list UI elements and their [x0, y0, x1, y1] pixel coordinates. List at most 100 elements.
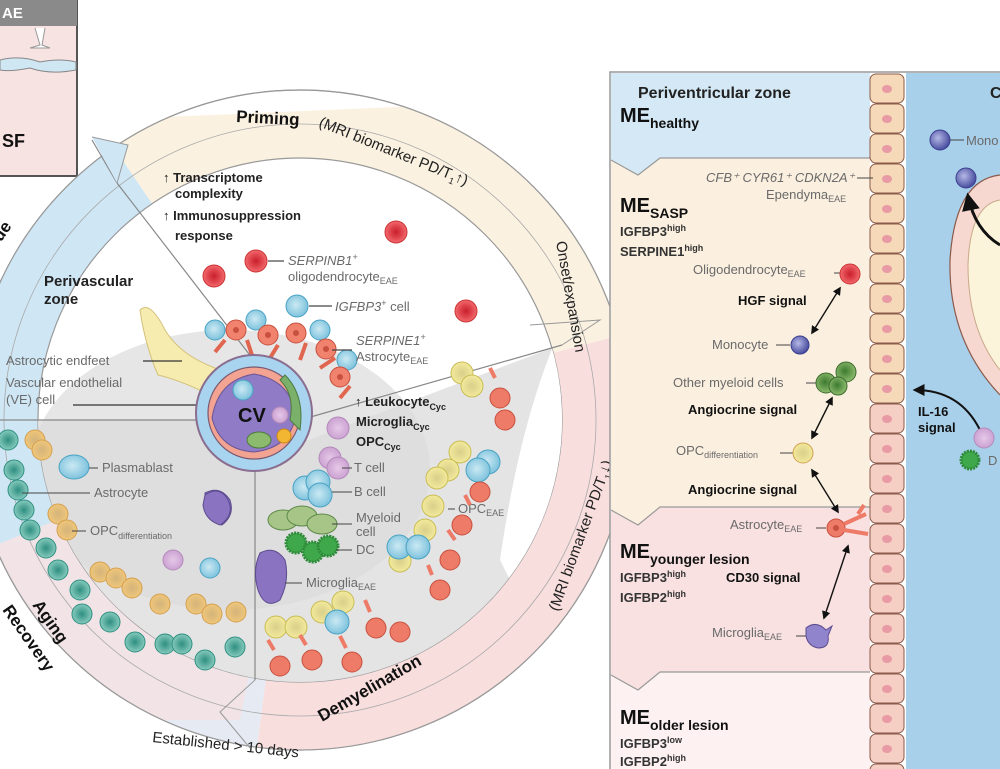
astrocyte-label: Astrocyte — [94, 485, 148, 500]
eae-header-label: AE — [2, 5, 23, 22]
other-myeloid-label: Other myeloid cells — [673, 375, 784, 390]
ependymal-nucleus — [882, 655, 892, 663]
il16-label-2: signal — [918, 420, 956, 435]
astrocyte-eae-label: AstrocyteEAE — [356, 349, 428, 366]
svg-text:OPCCyc: OPCCyc — [356, 434, 401, 452]
perivascular-zone-label: Perivascular — [44, 273, 133, 290]
csf-t-cell — [973, 427, 995, 449]
cd30-signal-label: CD30 signal — [726, 570, 800, 585]
svg-text:response: response — [175, 228, 233, 243]
oligodendrocyte-label: oligodendrocyteEAE — [288, 269, 398, 286]
cv-label: CV — [238, 405, 266, 427]
csf-dc-cell — [959, 449, 981, 471]
ve-cell-label: Vascular endothelial — [6, 375, 122, 390]
ependymal-nucleus — [882, 85, 892, 93]
csf-monocyte-label: Mono — [966, 133, 999, 148]
ependyma-label: EpendymaEAE — [766, 187, 846, 204]
me-sasp-region — [611, 158, 870, 525]
ependymal-nucleus — [882, 715, 892, 723]
astrocyte-eae-cell — [826, 503, 869, 538]
periventricular-zone-title: Periventricular zone — [638, 85, 791, 102]
ependymal-nucleus — [882, 145, 892, 153]
svg-text:MicrogliaCyc: MicrogliaCyc — [356, 414, 430, 432]
opc-eae-label: OPCEAE — [458, 501, 504, 518]
ependymal-nucleus — [882, 745, 892, 753]
aging-cells — [0, 429, 247, 671]
csf-monocyte-2 — [955, 167, 977, 189]
angiocrine-arrow-1 — [811, 396, 833, 440]
me-sasp-label: MESASP — [620, 195, 688, 221]
ependymal-nucleus — [882, 565, 892, 573]
angiocrine-arrow-2 — [811, 468, 839, 514]
ependymal-nucleus — [882, 235, 892, 243]
me-older-label: MEolder lesion — [620, 707, 729, 733]
plasmablast-label: Plasmablast — [102, 460, 173, 475]
serpinb1-label: SERPINB1+ — [288, 252, 358, 268]
ependyma-markers-label: CFB⁺ CYR61⁺ CDKN2A⁺ — [706, 170, 856, 185]
periventricular-panel: Periventricular zone C MEhealthy MESASP … — [609, 71, 1000, 769]
ependymal-nucleus — [882, 205, 892, 213]
ependymal-nucleus — [882, 475, 892, 483]
opc-cell — [792, 442, 814, 464]
ependymal-nucleus — [882, 355, 892, 363]
me-healthy-label: MEhealthy — [620, 105, 699, 131]
ependymal-nucleus — [882, 595, 892, 603]
t-cell-label: T cell — [354, 460, 385, 475]
myeloid-cell-label-2: cell — [356, 524, 376, 539]
angiocrine-signal-label-2: Angiocrine signal — [688, 482, 797, 497]
priming-bullets: ↑ Transcriptome complexity ↑ Immunosuppr… — [163, 170, 301, 243]
ependymal-nucleus — [882, 535, 892, 543]
me-younger-region — [611, 507, 870, 690]
serpine1-label: SERPINE1+ — [356, 332, 426, 348]
hgf-arrow — [811, 286, 841, 335]
ependymal-nucleus — [882, 115, 892, 123]
igfbp3-cell-label: IGFBP3+ cell — [335, 298, 410, 314]
ependymal-nucleus — [882, 325, 892, 333]
microglia-cell — [805, 624, 834, 649]
oligodendrocyte-cells — [202, 220, 478, 323]
angiocrine-signal-label-1: Angiocrine signal — [688, 402, 797, 417]
monocyte-cell — [790, 335, 810, 355]
ependymal-cell-column — [869, 73, 905, 769]
oligodendrocyte-cell — [839, 263, 861, 285]
opc-differentiation-label: OPCdifferentiation — [90, 523, 172, 541]
monocyte-label: Monocyte — [712, 337, 768, 352]
svg-text:complexity: complexity — [175, 186, 244, 201]
me-younger-gene-0: IGFBP3high — [620, 569, 686, 585]
me-older-gene-0: IGFBP3low — [620, 735, 683, 751]
ependymal-nucleus — [882, 625, 892, 633]
oligodendrocyte-eae-label: OligodendrocyteEAE — [693, 262, 806, 279]
ring-label-priming: Priming — [236, 107, 300, 129]
cd30-arrow — [822, 544, 850, 620]
igfbp3-astrocyte-cluster — [204, 294, 358, 400]
ependymal-nucleus — [882, 445, 892, 453]
opc-differentiation-right-label: OPCdifferentiation — [676, 443, 758, 460]
me-healthy-region — [611, 73, 870, 175]
svg-text:↑ Transcriptome: ↑ Transcriptome — [163, 170, 263, 185]
ependymal-nucleus — [882, 415, 892, 423]
csf-monocyte-1 — [929, 129, 951, 151]
other-myeloid-cells — [815, 361, 857, 396]
ependymal-nucleus — [882, 265, 892, 273]
csf-title-partial: C — [990, 85, 1000, 102]
b-cell-label: B cell — [354, 484, 386, 499]
migration-arrow — [962, 192, 1000, 247]
ve-cell-label-2: (VE) cell — [6, 392, 55, 407]
svg-text:↑ Immunosuppression: ↑ Immunosuppression — [163, 208, 301, 223]
microglia-eae-right-label: MicrogliaEAE — [712, 625, 782, 642]
disease-cycle-wheel: ssue Priming (MRI biomarker PD/T1↑) Onse… — [0, 89, 631, 761]
il16-arrow — [912, 384, 981, 431]
ependymal-cell — [869, 763, 905, 769]
svg-text:↑ LeukocyteCyc: ↑ LeukocyteCyc — [355, 394, 446, 412]
central-vein: CV — [195, 354, 313, 472]
ependymal-nucleus — [882, 505, 892, 513]
me-sasp-gene-1: SERPINE1high — [620, 243, 703, 259]
me-older-region — [611, 672, 870, 769]
ependymal-nucleus — [882, 175, 892, 183]
endfeet-label: Astrocytic endfeet — [6, 353, 110, 368]
astrocyte-eae-cells — [266, 367, 516, 677]
opc-eae-cells — [162, 361, 501, 639]
il16-label: IL-16 — [918, 404, 948, 419]
csf-label: SF — [2, 131, 25, 151]
